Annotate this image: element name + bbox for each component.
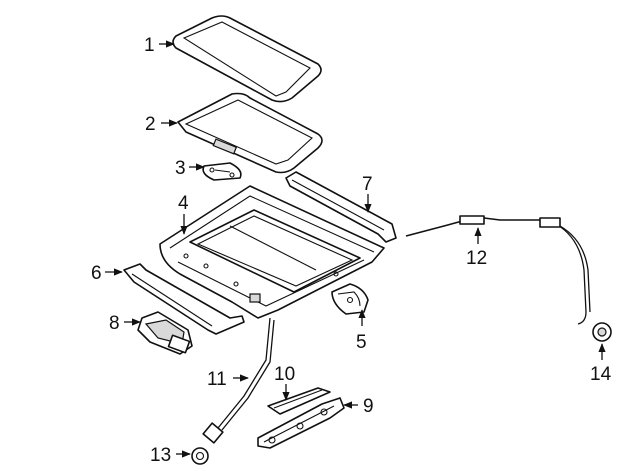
callout-13: 13 bbox=[150, 445, 171, 466]
callout-9: 9 bbox=[363, 396, 374, 417]
part-4-frame bbox=[159, 185, 385, 319]
callout-5: 5 bbox=[356, 332, 367, 353]
part-5-bracket bbox=[331, 283, 369, 315]
part-9-guide-rail bbox=[257, 397, 345, 449]
callout-14: 14 bbox=[590, 364, 612, 385]
callout-11: 11 bbox=[207, 369, 227, 390]
callout-8: 8 bbox=[109, 313, 120, 334]
part-3-handle bbox=[202, 162, 242, 181]
callout-3: 3 bbox=[175, 158, 186, 179]
callout-6: 6 bbox=[91, 263, 102, 284]
part-7-deflector bbox=[285, 171, 397, 243]
callout-7: 7 bbox=[362, 174, 373, 195]
part-8-motor bbox=[137, 311, 193, 355]
callout-10: 10 bbox=[274, 364, 295, 385]
callout-1: 1 bbox=[144, 35, 155, 56]
callout-12: 12 bbox=[466, 248, 487, 269]
part-14-grommet bbox=[592, 322, 612, 342]
part-11-drain-hose bbox=[202, 317, 275, 444]
part-2-sunshade bbox=[177, 92, 323, 174]
part-1-glass-seal bbox=[172, 15, 322, 103]
part-6-seal-strip bbox=[123, 263, 245, 335]
callout-leaders bbox=[105, 40, 606, 458]
part-12-drain-hose bbox=[405, 215, 591, 325]
callout-4: 4 bbox=[178, 193, 189, 214]
part-10-rail-strip bbox=[267, 387, 331, 415]
callout-2: 2 bbox=[145, 114, 156, 135]
part-13-clip bbox=[191, 447, 209, 465]
